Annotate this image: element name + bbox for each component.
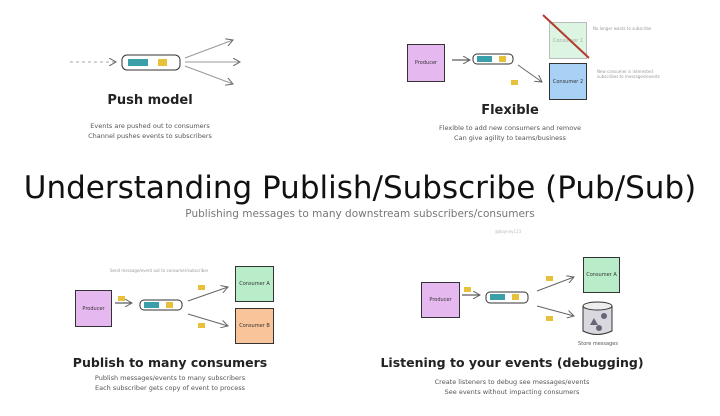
producer-box: Producer [421,282,460,318]
desc-line: Each subscriber gets copy of event to pr… [95,384,245,392]
desc-line: Create listeners to debug see messages/e… [434,378,590,386]
page-title: Understanding Publish/Subscribe (Pub/Sub… [23,170,697,206]
database-icon [582,301,613,335]
channel [121,54,181,71]
desc-line: See events without impacting consumers [444,388,580,396]
note-send: Send message/event out to consumer/subsc… [110,268,209,273]
push-title: Push model [107,93,193,108]
author: @boyney123 [494,229,522,234]
flexible-desc: Flexible to add new consumers and remove… [439,123,581,143]
consumer-b-box: Consumer B [235,308,274,344]
producer-box: Producer [75,290,112,327]
store-label: Store messages [578,341,618,347]
consumer-1-box: Consumer 1 [549,22,587,59]
producer-box: Producer [407,44,445,82]
note-remove: No longer wants to subscribe [593,26,652,31]
consumer-2-box: Consumer 2 [549,63,587,100]
note-add: New consumer is interested subscribes to… [597,69,660,79]
page-subtitle: Publishing messages to many downstream s… [185,208,535,220]
many-title: Publish to many consumers [72,355,268,370]
desc-line: Flexible to add new consumers and remove [438,124,582,132]
listen-desc: Create listeners to debug see messages/e… [435,377,590,397]
desc-line: Publish messages/events to many subscrib… [94,374,246,382]
desc-line: Events are pushed out to consumers [90,122,210,130]
desc-line: Channel pushes events to subscribers [88,132,212,140]
consumer-a-box: Consumer A [235,266,274,302]
desc-line: Can give agility to teams/business [454,134,566,142]
many-desc: Publish messages/events to many subscrib… [95,373,245,393]
listen-title: Listening to your events (debugging) [380,355,644,370]
consumer-a-box: Consumer A [583,257,620,293]
flexible-title: Flexible [481,103,539,118]
